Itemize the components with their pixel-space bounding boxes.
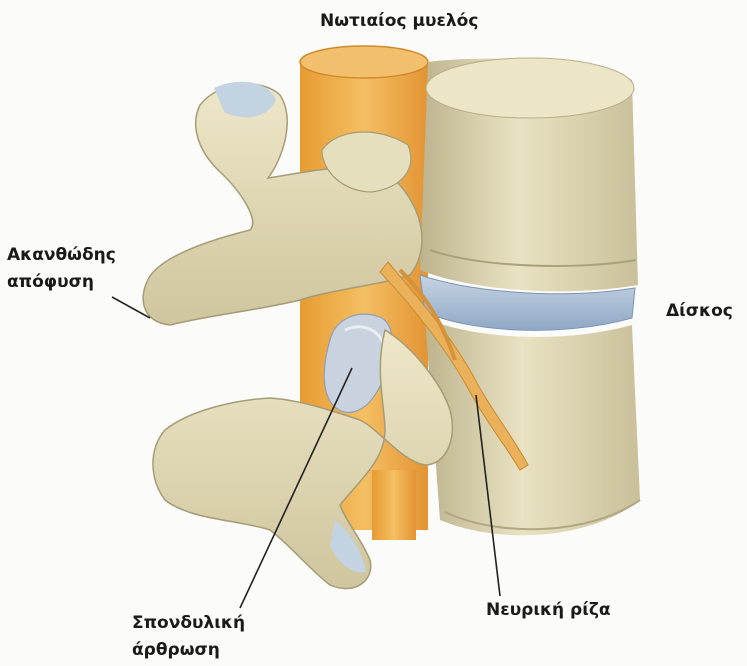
facet-joint-label-line1: Σπονδυλική xyxy=(132,610,245,637)
spinous-process-label-line1: Ακανθώδης xyxy=(7,242,116,269)
nerve-root-label: Νευρική ρίζα xyxy=(486,597,611,624)
facet-joint-label-line2: άρθρωση xyxy=(132,637,220,664)
disc-label: Δίσκος xyxy=(666,298,733,325)
spinous-process-label-line2: απόφυση xyxy=(7,269,94,296)
upper-vertebral-body xyxy=(420,58,638,291)
spinal-cord-label: Νωτιαίος μυελός xyxy=(320,8,478,35)
